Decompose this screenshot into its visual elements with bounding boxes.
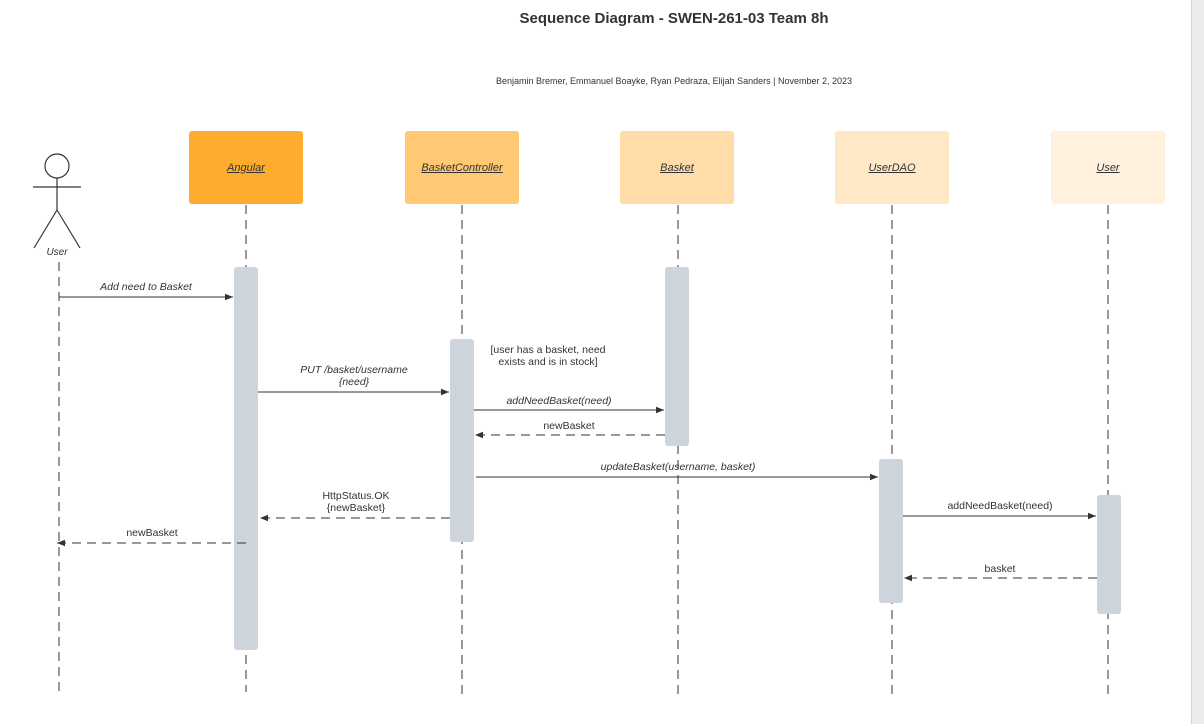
participant-label: BasketController bbox=[421, 161, 503, 174]
guard-condition: [user has a basket, need exists and is i… bbox=[490, 344, 606, 368]
message-label-newbasket-1: newBasket bbox=[543, 420, 595, 432]
diagram-subtitle: Benjamin Bremer, Emmanuel Boayke, Ryan P… bbox=[495, 76, 853, 86]
message-label-updatebasket: updateBasket(username, basket) bbox=[600, 461, 756, 473]
message-label-addneedbasket-user: addNeedBasket(need) bbox=[947, 500, 1053, 512]
message-label-httpstatus-ok: HttpStatus.OK {newBasket} bbox=[322, 490, 390, 514]
participant-label: Basket bbox=[660, 161, 694, 174]
activation-userdao bbox=[879, 459, 903, 603]
actor-user-icon bbox=[33, 153, 81, 249]
message-label-add-need: Add need to Basket bbox=[100, 281, 192, 293]
message-label-addneedbasket: addNeedBasket(need) bbox=[506, 395, 612, 407]
activation-user bbox=[1097, 495, 1121, 614]
participant-angular: Angular bbox=[189, 131, 303, 204]
diagram-title: Sequence Diagram - SWEN-261-03 Team 8h bbox=[519, 10, 829, 27]
participant-basketcontroller: BasketController bbox=[405, 131, 519, 204]
activation-angular bbox=[234, 267, 258, 650]
message-label-basket: basket bbox=[984, 563, 1016, 575]
participant-label: Angular bbox=[227, 161, 265, 174]
participant-label: UserDAO bbox=[868, 161, 916, 174]
window-edge bbox=[1191, 0, 1204, 724]
message-label-newbasket-2: newBasket bbox=[126, 527, 178, 539]
participant-basket: Basket bbox=[620, 131, 734, 204]
activation-basket bbox=[665, 267, 689, 446]
participant-label: User bbox=[1096, 161, 1120, 174]
participant-user: User bbox=[1051, 131, 1165, 204]
actor-label: User bbox=[46, 247, 68, 258]
message-label-put-basket: PUT /basket/username {need} bbox=[300, 364, 408, 388]
participant-userdao: UserDAO bbox=[835, 131, 949, 204]
activation-basketcontroller bbox=[450, 339, 474, 542]
